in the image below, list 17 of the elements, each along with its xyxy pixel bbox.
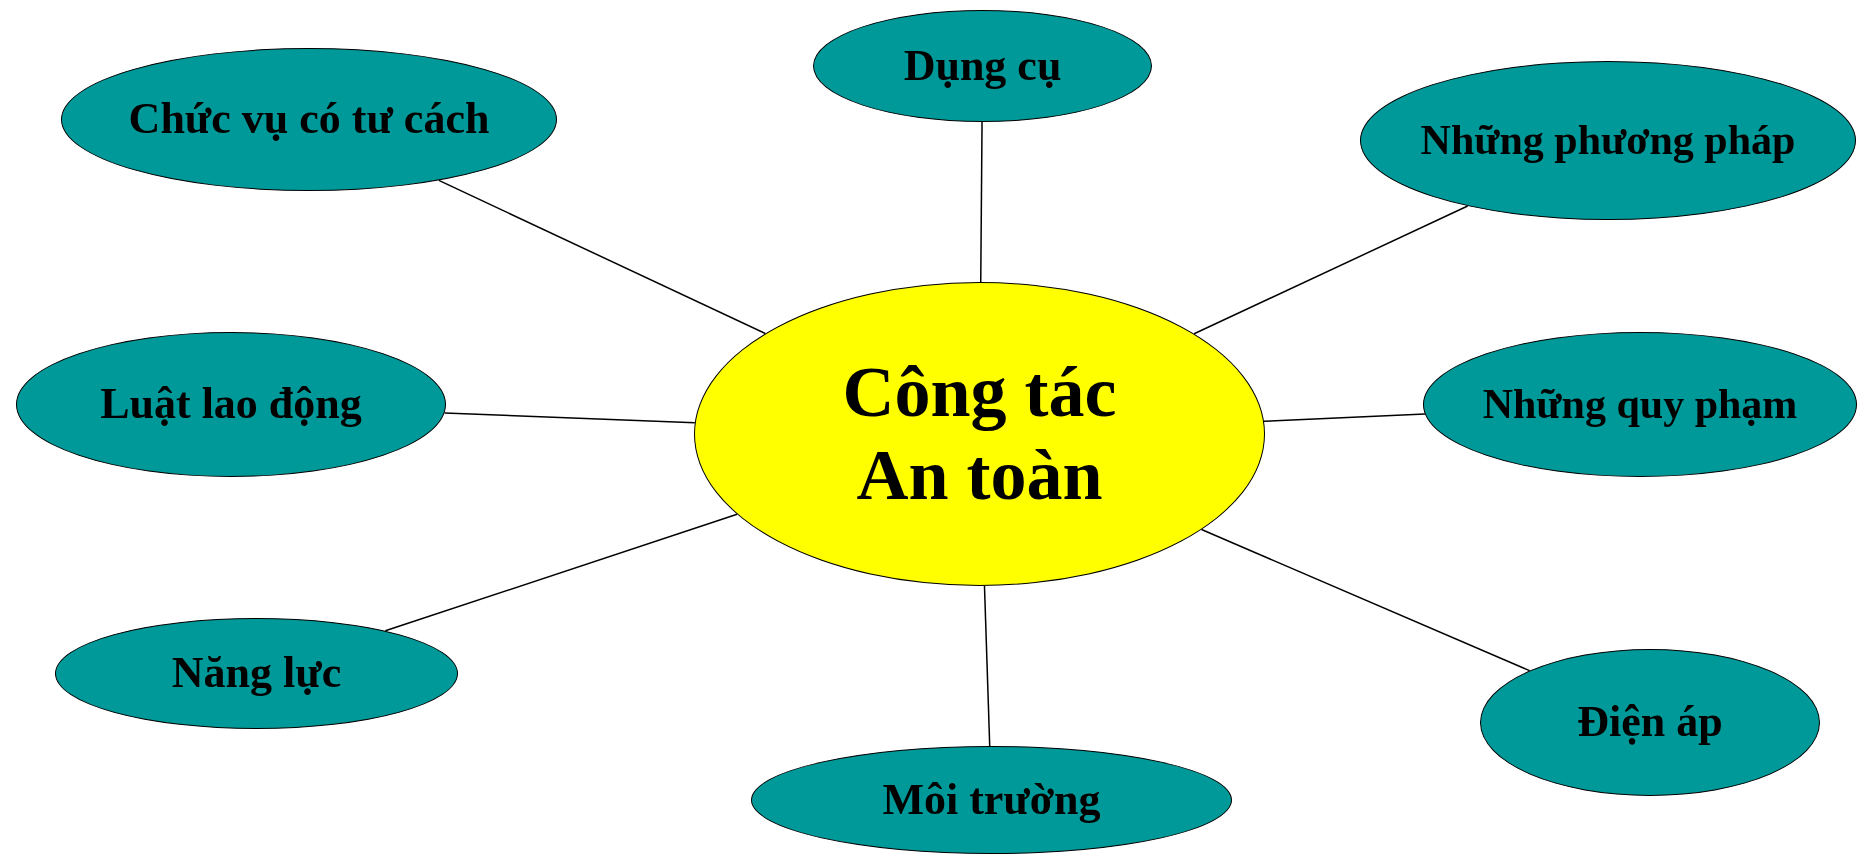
connector-line bbox=[980, 121, 983, 283]
node-label: Môi trường bbox=[882, 774, 1101, 826]
connector-line bbox=[1200, 528, 1531, 672]
connector-line bbox=[983, 585, 991, 747]
connector-line bbox=[443, 412, 696, 424]
connector-line bbox=[1193, 205, 1469, 335]
connector-line bbox=[1263, 413, 1426, 423]
node-label: Những quy phạm bbox=[1482, 380, 1798, 429]
node-label: Dụng cụ bbox=[903, 40, 1062, 92]
node-label: Năng lực bbox=[171, 648, 342, 699]
node-label: Chức vụ có tư cách bbox=[128, 94, 490, 145]
node-label: Những phương pháp bbox=[1420, 116, 1796, 165]
node-label: Luật lao động bbox=[100, 379, 362, 430]
connector-line bbox=[438, 179, 767, 335]
node-label: Điện áp bbox=[1577, 697, 1723, 748]
connector-line bbox=[384, 513, 738, 632]
node-label: Công tác An toàn bbox=[841, 351, 1118, 517]
